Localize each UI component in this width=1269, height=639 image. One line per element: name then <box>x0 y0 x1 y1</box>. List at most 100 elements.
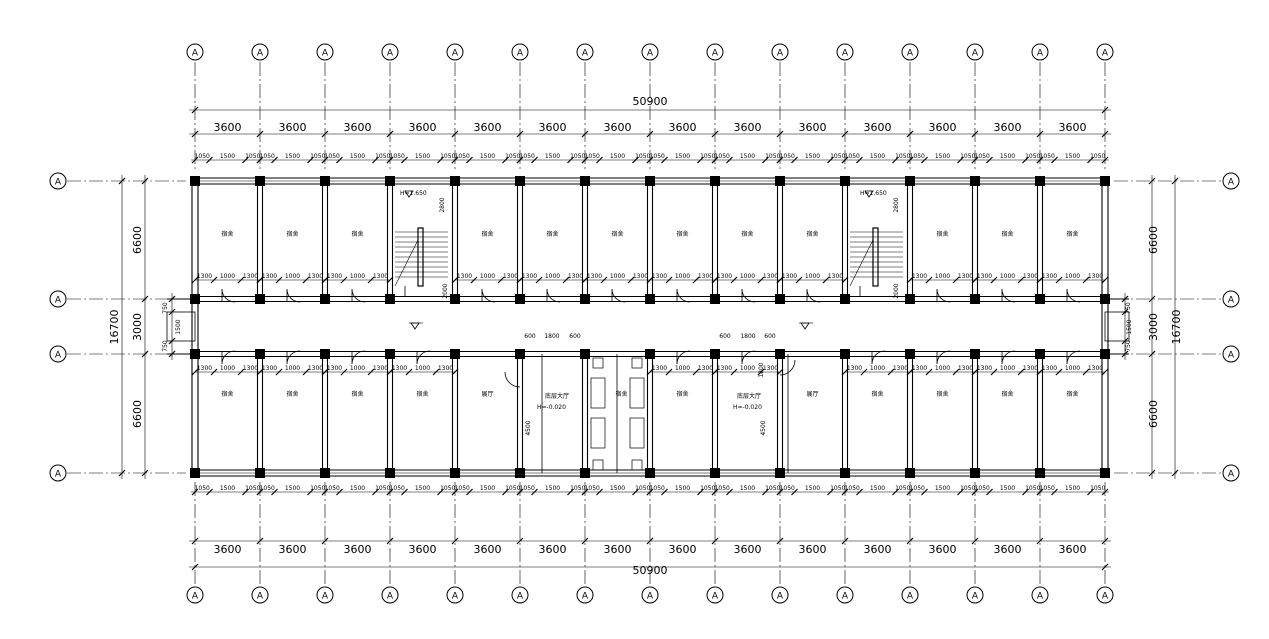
bay-dim: 3600 <box>669 121 697 134</box>
dim-tick <box>168 350 176 358</box>
dim-tick <box>856 156 863 164</box>
axis-bubble-label: A <box>452 49 459 59</box>
dim-tick <box>191 130 199 138</box>
dim-tick <box>827 156 834 164</box>
column <box>255 468 265 478</box>
door-dim: 1300 <box>262 365 277 372</box>
column <box>710 349 720 359</box>
room-label-hall: 展厅 <box>806 391 818 398</box>
dim-tick <box>906 130 914 138</box>
window-dim: 1050 <box>520 485 535 492</box>
axis-bubble-label: A <box>1102 49 1109 59</box>
dim-tick <box>336 488 343 496</box>
room-label-office: 宿舍 <box>351 230 363 238</box>
door-dim: 1300 <box>197 365 212 372</box>
room-label-office: 宿舍 <box>676 390 688 398</box>
axis-bubble <box>1222 345 1240 363</box>
door-dim: 1000 <box>480 273 495 280</box>
room-label-office: 宿舍 <box>221 230 233 238</box>
room-label-office: 宿舍 <box>1001 390 1013 398</box>
door-dim: 1000 <box>285 365 300 372</box>
window-dim: 1050 <box>1025 153 1040 160</box>
door-dim: 1300 <box>568 273 583 280</box>
axis-bubble <box>316 586 334 604</box>
corridor-left: 3000 <box>131 313 144 341</box>
dim-tick <box>242 488 249 496</box>
door-swing <box>1066 288 1081 303</box>
dim-tick <box>437 488 444 496</box>
window-dim: 1050 <box>700 153 715 160</box>
bay-dim: 3600 <box>864 121 892 134</box>
door-dim: 1300 <box>782 273 797 280</box>
column <box>450 349 460 359</box>
door-dim: 1300 <box>373 273 388 280</box>
dim-tick <box>1051 156 1058 164</box>
window-dim: 1050 <box>245 153 260 160</box>
dim-tick <box>646 130 654 138</box>
column <box>1100 468 1110 478</box>
window-dim: 1050 <box>505 153 520 160</box>
dimension-lines: 3600360036003600360036003600360036003600… <box>118 106 1179 571</box>
door-dim: 1000 <box>1065 365 1080 372</box>
window-dim: 1050 <box>715 485 730 492</box>
column <box>320 176 330 186</box>
dim-tick <box>516 156 524 164</box>
axis-bubble <box>576 586 594 604</box>
dim-tick <box>141 350 149 358</box>
axis-bubble <box>836 43 854 61</box>
bay-dim: 3600 <box>669 543 697 556</box>
bay-dim: 3600 <box>929 121 957 134</box>
room-label-office: 宿舍 <box>1066 390 1078 398</box>
dim-tick <box>531 156 538 164</box>
dim-tick <box>1087 156 1094 164</box>
axis-bubble-label: A <box>1037 592 1044 602</box>
structural-columns <box>190 176 1110 478</box>
depth-bottom-left: 6600 <box>131 400 144 428</box>
column <box>645 294 655 304</box>
corridor-right: 3000 <box>1147 313 1160 341</box>
axis-bubble-label: A <box>387 592 394 602</box>
bay-dim: 3600 <box>279 121 307 134</box>
window-dim: 1500 <box>870 485 885 492</box>
column <box>1035 294 1045 304</box>
door-dim: 1000 <box>285 273 300 280</box>
door-dim: 1000 <box>350 365 365 372</box>
axis-bubble <box>706 586 724 604</box>
dim-tick <box>321 130 329 138</box>
column <box>645 468 655 478</box>
dim-tick <box>596 156 603 164</box>
dim-tick <box>921 156 928 164</box>
column <box>1100 176 1110 186</box>
door-swing <box>504 371 521 388</box>
room-label-office: 宿舍 <box>286 230 298 238</box>
axis-bubble <box>49 464 67 482</box>
bay-dim: 3600 <box>799 121 827 134</box>
dim-tick <box>502 488 509 496</box>
dim-tick <box>516 537 524 545</box>
axis-bubble <box>446 43 464 61</box>
room-label-office: 宿舍 <box>936 390 948 398</box>
door-dim: 1300 <box>633 273 648 280</box>
door-dim: 1300 <box>717 365 732 372</box>
door-dim: 1300 <box>1042 273 1057 280</box>
window-dim: 1050 <box>635 485 650 492</box>
level-symbol <box>404 190 414 198</box>
axis-bubble-label: A <box>452 592 459 602</box>
column <box>255 176 265 186</box>
dim-tick <box>321 537 329 545</box>
dim-tick <box>971 488 979 496</box>
axis-bubble-label: A <box>257 49 264 59</box>
dim-tick <box>581 156 589 164</box>
dim-tick <box>776 488 784 496</box>
lobby-door-height: 1800 <box>758 362 765 377</box>
dim-tick <box>971 130 979 138</box>
door-swing <box>741 350 756 365</box>
dim-tick <box>466 156 473 164</box>
column <box>580 176 590 186</box>
dim-tick <box>168 337 176 345</box>
door-dim: 1300 <box>392 365 407 372</box>
axis-bubble-label: A <box>55 351 62 361</box>
axis-bubble-label: A <box>55 296 62 306</box>
